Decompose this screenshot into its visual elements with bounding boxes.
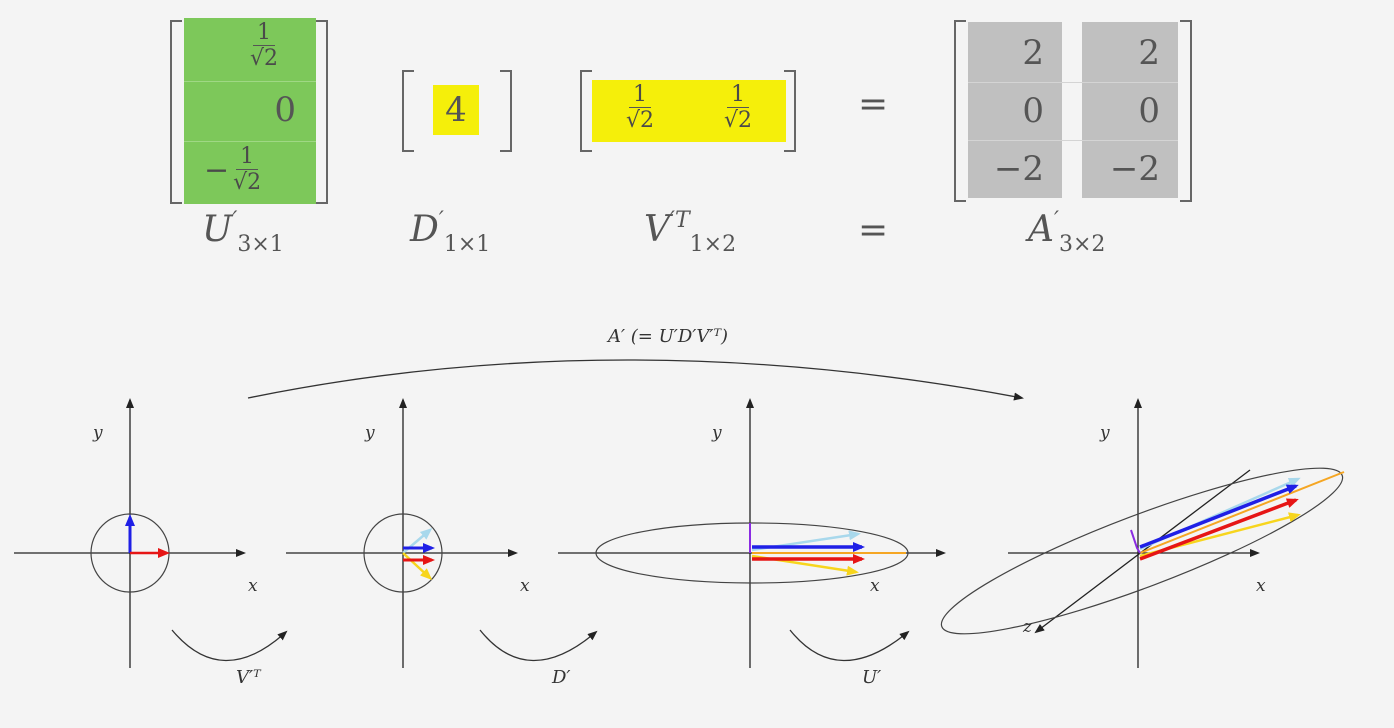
a-bracket-left — [954, 20, 966, 202]
vt-highlight — [592, 80, 786, 142]
d-bracket-left — [402, 70, 414, 152]
step-arrow-3 — [789, 629, 910, 662]
a-row-divider-1 — [968, 82, 1178, 83]
top-arrow-label: A′ (= U′D′V′ᵀ) — [606, 326, 728, 347]
a-cell-2-1: 0 — [1022, 91, 1044, 131]
a-cell-3-2: −2 — [1109, 149, 1160, 189]
u-entry-3: − 1√2 — [204, 144, 262, 195]
u-divider-2 — [184, 141, 316, 142]
panel-4-red-vector — [1139, 498, 1299, 561]
panel-4-purple-line — [1130, 529, 1141, 554]
label-u: U′3×1 — [202, 208, 284, 257]
a-highlight-col1 — [968, 22, 1062, 198]
panel-3-y-label: y — [711, 423, 722, 443]
step-arrow-2 — [479, 629, 598, 662]
panel-4-z-label: z — [1022, 617, 1033, 637]
d-bracket-right — [500, 70, 512, 152]
panel-2-y-label: y — [364, 423, 375, 443]
panel-3-x-label: x — [870, 576, 880, 596]
a-row-divider-2 — [968, 140, 1178, 141]
panel-2-unit-circle — [363, 513, 443, 593]
vt-entry-1: 1√2 — [625, 82, 654, 133]
label-a: A′3×2 — [1028, 208, 1106, 257]
label-d: D′1×1 — [410, 208, 491, 257]
a-cell-1-1: 2 — [1022, 33, 1044, 73]
panel-4-y-label: y — [1099, 423, 1110, 443]
u-divider-1 — [184, 81, 316, 82]
step-label-2: D′ — [551, 667, 571, 688]
panel-2-yellow-vector — [402, 552, 433, 581]
step-arrow-1 — [171, 629, 288, 662]
a-cell-1-2: 2 — [1138, 33, 1160, 73]
a-bracket-right — [1180, 20, 1192, 202]
u-bracket-left — [170, 20, 182, 204]
panel-2-x-label: x — [520, 576, 530, 596]
u-entry-1: 1√2 — [249, 20, 278, 71]
label-vt: V′T1×2 — [644, 208, 737, 257]
u-highlight — [184, 18, 316, 204]
panel-4: y x z — [940, 398, 1345, 668]
panel-1: y x — [14, 398, 258, 668]
top-curved-arrow — [247, 359, 1024, 401]
a-cell-2-2: 0 — [1138, 91, 1160, 131]
step-label-1: V′ᵀ — [236, 667, 262, 688]
panel-2-light-blue-vector — [402, 528, 433, 554]
panel-4-orange-line — [1139, 471, 1345, 554]
step-label-3: U′ — [862, 667, 881, 688]
d-highlight — [433, 85, 479, 135]
panel-1-x-label: x — [248, 576, 258, 596]
d-entry: 4 — [445, 90, 467, 130]
panel-4-blue-vector — [1139, 484, 1299, 549]
panel-4-ellipse — [940, 467, 1344, 635]
vt-entry-2: 1√2 — [723, 82, 752, 133]
equals-sign-bottom: = — [858, 210, 889, 251]
a-highlight-col2 — [1082, 22, 1178, 198]
panel-2: y x — [286, 398, 530, 668]
vt-bracket-left — [580, 70, 592, 152]
panel-3: y x — [558, 398, 946, 668]
u-bracket-right — [316, 20, 328, 204]
u-entry-2: 0 — [274, 90, 296, 130]
panel-1-y-label: y — [92, 423, 103, 443]
panel-4-x-label: x — [1256, 576, 1266, 596]
a-cell-3-1: −2 — [993, 149, 1044, 189]
panel-3-ellipse — [595, 522, 909, 584]
equals-sign-top: = — [858, 84, 889, 125]
vt-bracket-right — [784, 70, 796, 152]
